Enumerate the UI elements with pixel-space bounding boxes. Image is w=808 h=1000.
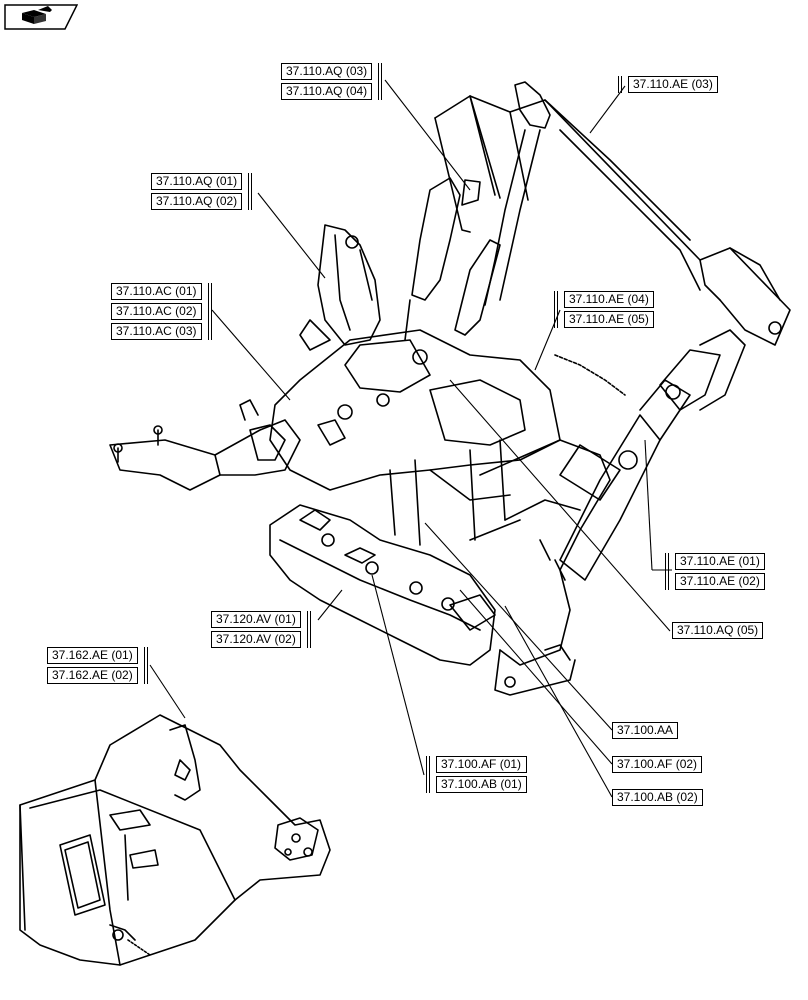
callout-label[interactable]: 37.110.AQ (03) [281,63,373,80]
callout-label[interactable]: 37.110.AQ (02) [151,193,243,210]
callout-label[interactable]: 37.120.AV (02) [211,631,301,648]
callout-aa[interactable]: 37.100.AA [612,722,679,739]
callout-aq0102[interactable]: 37.110.AQ (01) 37.110.AQ (02) [151,173,253,210]
callout-label[interactable]: 37.100.AF (02) [612,756,703,773]
lift-arm-left [299,224,381,351]
callout-label[interactable]: 37.110.AE (02) [675,573,765,590]
callout-label[interactable]: 37.162.AE (01) [47,647,138,664]
callout-label[interactable]: 37.120.AV (01) [211,611,301,628]
callout-label[interactable]: 37.110.AE (03) [628,76,718,93]
lift-cylinder [404,177,501,341]
callout-label[interactable]: 37.100.AB (02) [612,789,703,806]
top-link-right [559,329,746,581]
weight-frame [269,504,496,666]
safety-chain [554,354,626,396]
callout-label[interactable]: 37.110.AQ (05) [672,622,764,639]
callout-label[interactable]: 37.100.AA [612,722,679,739]
callout-ab02[interactable]: 37.100.AB (02) [612,789,703,806]
callout-aq05[interactable]: 37.110.AQ (05) [672,622,764,639]
callout-af01ab01[interactable]: 37.100.AF (01) 37.100.AB (01) [426,756,527,793]
callout-ae162[interactable]: 37.162.AE (01) 37.162.AE (02) [47,647,148,684]
callout-label[interactable]: 37.100.AB (01) [436,776,527,793]
callout-label[interactable]: 37.110.AC (02) [111,303,202,320]
callout-label[interactable]: 37.110.AC (03) [111,323,202,340]
callout-label[interactable]: 37.110.AE (04) [564,291,654,308]
center-housing [269,329,561,546]
front-bracket-left [109,399,301,491]
callout-aq0304[interactable]: 37.110.AQ (03) 37.110.AQ (04) [281,63,383,100]
callout-ae0405[interactable]: 37.110.AE (04) 37.110.AE (05) [554,291,654,328]
callout-av[interactable]: 37.120.AV (01) 37.120.AV (02) [211,611,311,648]
leader-lines [149,79,672,798]
callout-ac[interactable]: 37.110.AC (01) 37.110.AC (02) 37.110.AC … [111,283,211,340]
callout-label[interactable]: 37.162.AE (02) [47,667,138,684]
callout-label[interactable]: 37.110.AQ (01) [151,173,243,190]
callout-label[interactable]: 37.110.AE (05) [564,311,654,328]
callout-label[interactable]: 37.110.AE (01) [675,553,765,570]
page-turn-icon[interactable] [4,4,78,30]
callout-af02[interactable]: 37.100.AF (02) [612,756,703,773]
callout-label[interactable]: 37.100.AF (01) [436,756,527,773]
front-weight [19,714,331,966]
lower-frame [469,439,611,696]
callout-ae03[interactable]: 37.110.AE (03) [618,76,718,93]
callout-ae0102[interactable]: 37.110.AE (01) 37.110.AE (02) [665,553,765,590]
callout-label[interactable]: 37.110.AC (01) [111,283,202,300]
upper-frame [434,81,791,346]
callout-label[interactable]: 37.110.AQ (04) [281,83,373,100]
